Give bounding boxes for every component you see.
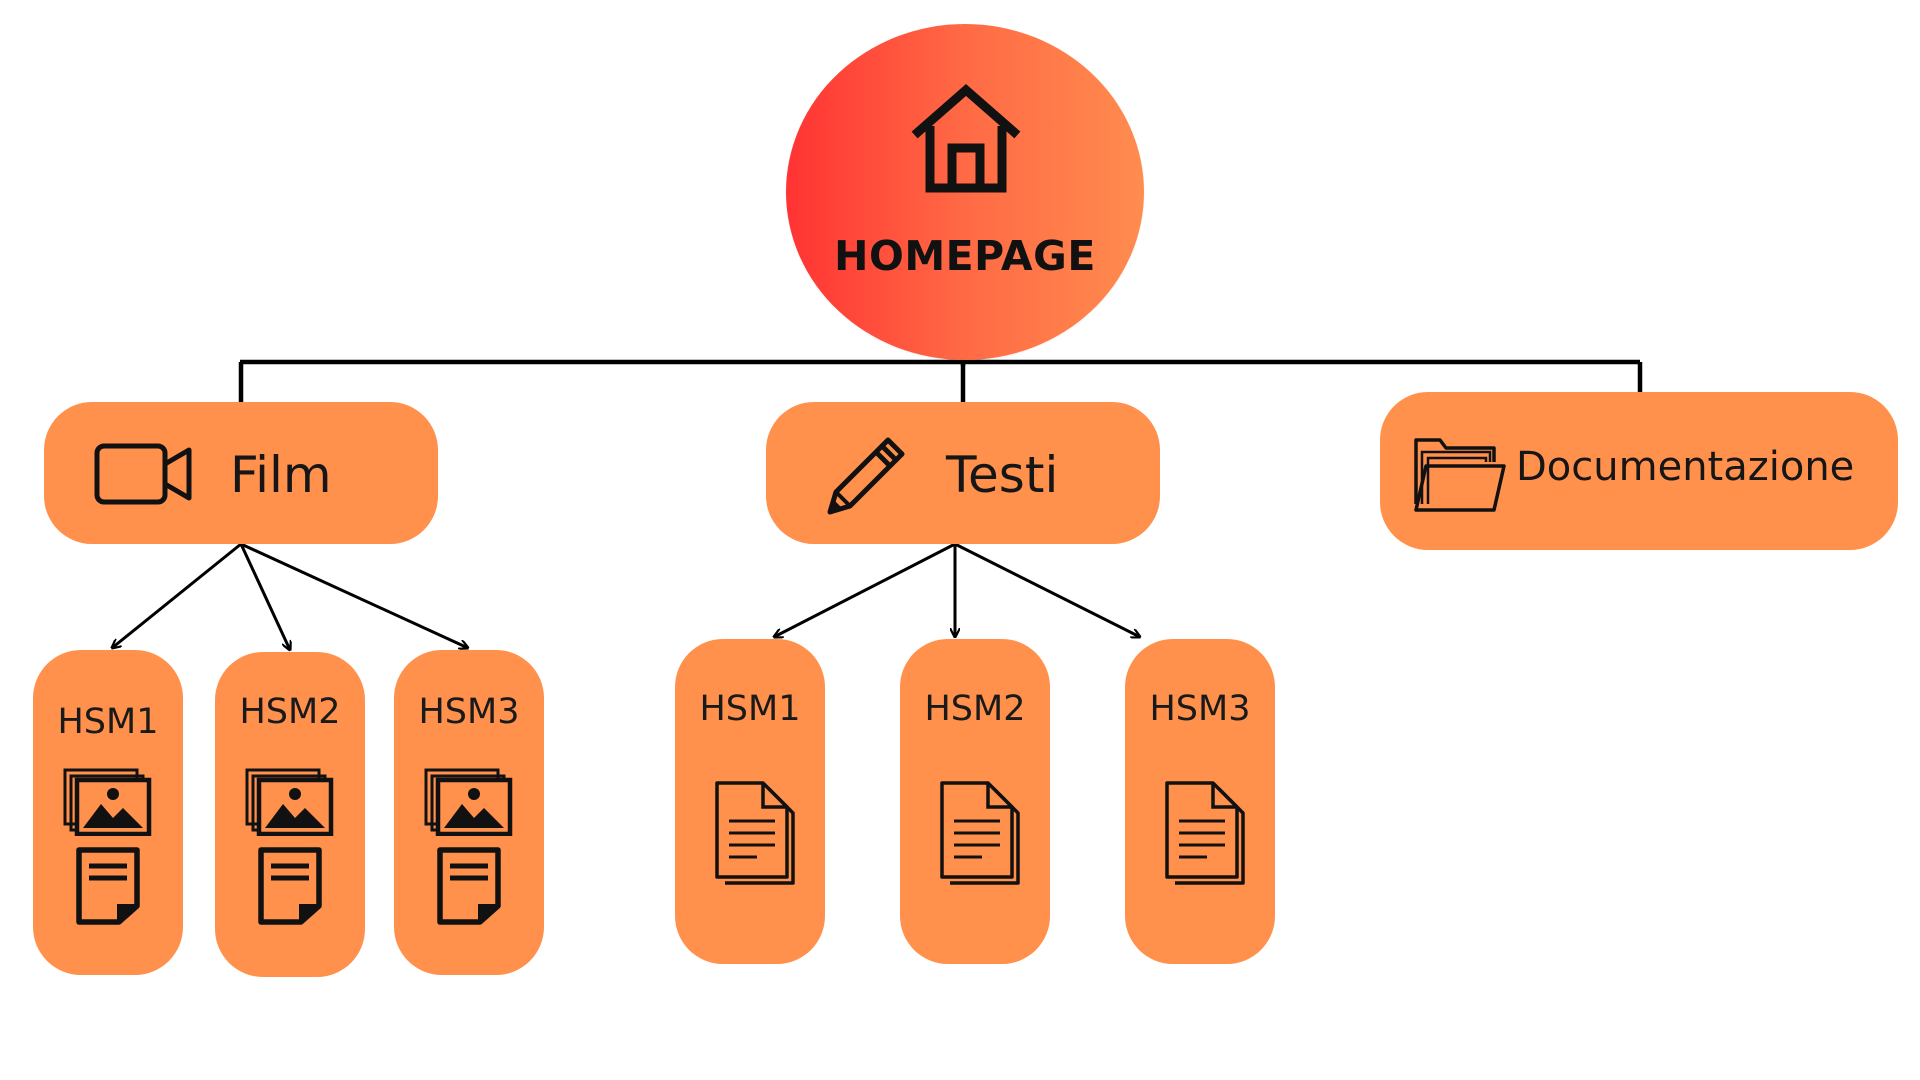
section-documentazione[interactable]: Documentazione xyxy=(1380,392,1898,550)
testi-child-hsm3[interactable]: HSM3 xyxy=(1125,639,1275,964)
child-label: HSM3 xyxy=(418,692,520,732)
images-icon xyxy=(63,768,152,836)
video-camera-icon xyxy=(94,443,192,505)
arrow-film-hsm3 xyxy=(240,542,468,648)
film-child-hsm1[interactable]: HSM1 xyxy=(33,650,183,975)
child-label: HSM1 xyxy=(57,702,159,742)
section-film[interactable]: Film xyxy=(44,402,438,544)
testi-child-hsm2[interactable]: HSM2 xyxy=(900,639,1050,964)
section-testi[interactable]: Testi xyxy=(766,402,1160,544)
folder-icon xyxy=(1414,438,1506,512)
child-label: HSM2 xyxy=(924,689,1026,729)
images-icon xyxy=(424,768,513,836)
document-icon xyxy=(258,847,322,925)
arrow-film-hsm2 xyxy=(239,543,290,650)
pencil-icon xyxy=(827,437,905,515)
text-pages-icon xyxy=(715,781,795,885)
images-icon xyxy=(245,768,334,836)
section-label: Documentazione xyxy=(1516,444,1855,490)
text-pages-icon xyxy=(940,781,1020,885)
child-label: HSM1 xyxy=(699,689,801,729)
home-icon xyxy=(911,84,1021,193)
arrow-testi-hsm3 xyxy=(954,542,1140,637)
testi-child-hsm1[interactable]: HSM1 xyxy=(675,639,825,964)
section-label: Testi xyxy=(946,446,1059,504)
child-label: HSM2 xyxy=(239,692,341,732)
arrow-film-hsm1 xyxy=(112,542,242,648)
text-pages-icon xyxy=(1165,781,1245,885)
child-label: HSM3 xyxy=(1149,689,1251,729)
homepage-node[interactable]: HOMEPAGE xyxy=(786,24,1144,360)
document-icon xyxy=(76,847,140,925)
document-icon xyxy=(437,847,501,925)
section-label: Film xyxy=(230,446,332,504)
homepage-label: HOMEPAGE xyxy=(834,232,1096,280)
film-child-hsm3[interactable]: HSM3 xyxy=(394,650,544,975)
film-child-hsm2[interactable]: HSM2 xyxy=(215,652,365,977)
arrow-testi-hsm1 xyxy=(774,542,956,637)
